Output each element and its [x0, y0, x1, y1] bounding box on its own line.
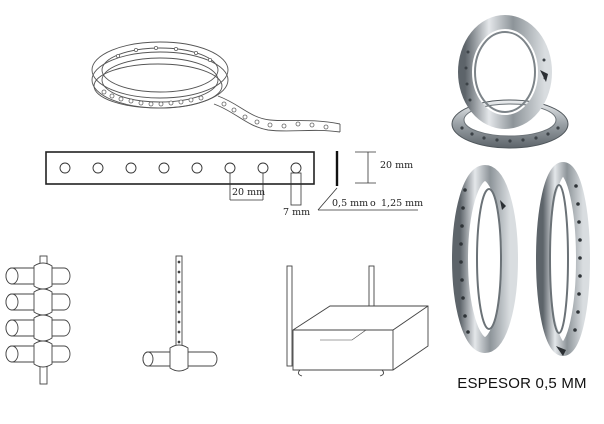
hanger-drawing	[142, 255, 218, 372]
flat-strap-drawing	[45, 151, 418, 211]
pipe-stack-drawing	[5, 255, 71, 385]
coiled-strap-drawing	[91, 41, 341, 133]
dim-thickness: 0,5 mm	[332, 198, 369, 209]
dim-pitch: 20 mm	[232, 187, 266, 198]
dim-thickness-alt: 1,25 mm	[381, 198, 424, 209]
dim-hole: 7 mm	[283, 207, 311, 218]
coil-photo-left	[452, 165, 518, 353]
dim-height: 20 mm	[380, 160, 414, 171]
thickness-caption: ESPESOR 0,5 MM	[457, 375, 587, 392]
coil-photo-top	[451, 15, 569, 149]
duct-drawing	[286, 265, 429, 377]
dim-separator: o	[370, 198, 376, 209]
coil-photo-right	[536, 162, 590, 356]
